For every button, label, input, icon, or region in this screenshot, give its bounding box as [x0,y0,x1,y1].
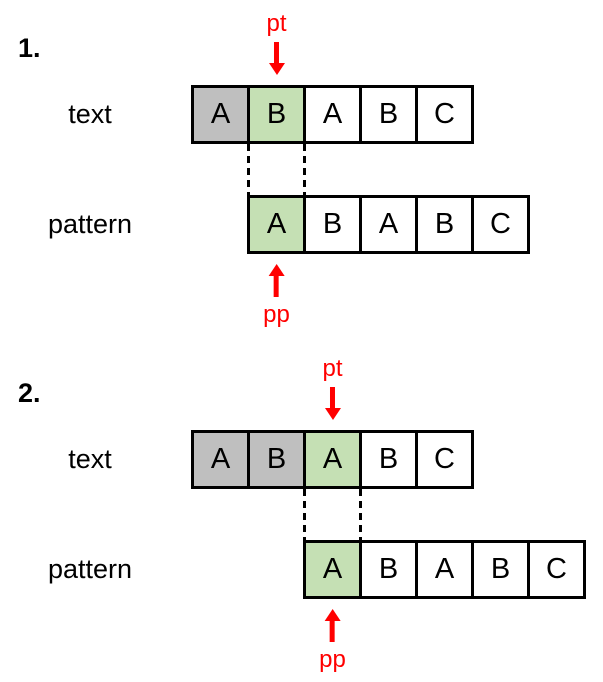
text-cell: A [303,430,362,489]
pattern-cell: A [303,540,362,599]
alignment-dash-right [303,144,306,195]
down-arrow-icon [273,42,279,64]
pattern-cell: C [527,540,586,599]
down-arrowhead-icon [268,63,285,76]
text-cell: B [247,85,306,144]
pp-pointer: pp [319,609,346,673]
pattern-cell: B [471,540,530,599]
text-cell: A [303,85,362,144]
alignment-dash-right [359,489,362,540]
pattern-cell: A [247,195,306,254]
text-row-label: text [68,99,112,129]
pp-label: pp [263,301,290,328]
pattern-row-label: pattern [47,209,133,239]
pt-pointer: pt [322,355,343,421]
pp-label: pp [319,646,346,673]
down-arrowhead-icon [324,408,341,421]
text-row-label: text [68,444,112,474]
pattern-cell: C [471,195,530,254]
pattern-row-label: pattern [47,554,133,584]
pattern-cell: B [415,195,474,254]
text-cell: B [359,85,418,144]
alignment-dash-left [303,489,306,540]
pt-pointer: pt [266,10,287,76]
up-arrowhead-icon [268,264,285,276]
pt-label: pt [266,10,287,37]
pattern-cell: B [359,540,418,599]
text-cell: A [191,85,250,144]
text-cell: B [247,430,306,489]
down-arrow-icon [329,387,335,409]
pattern-cell: B [303,195,362,254]
pattern-cell: A [415,540,474,599]
step-number: 1. [18,33,41,63]
up-arrow-icon [273,276,279,297]
pattern-cell: A [359,195,418,254]
pp-pointer: pp [263,264,290,328]
text-cell: C [415,85,474,144]
text-cell: C [415,430,474,489]
pt-label: pt [322,355,343,382]
up-arrowhead-icon [324,609,341,621]
up-arrow-icon [329,621,335,642]
text-cell: A [191,430,250,489]
alignment-dash-left [247,144,250,195]
text-cell: B [359,430,418,489]
step-number: 2. [18,378,41,408]
